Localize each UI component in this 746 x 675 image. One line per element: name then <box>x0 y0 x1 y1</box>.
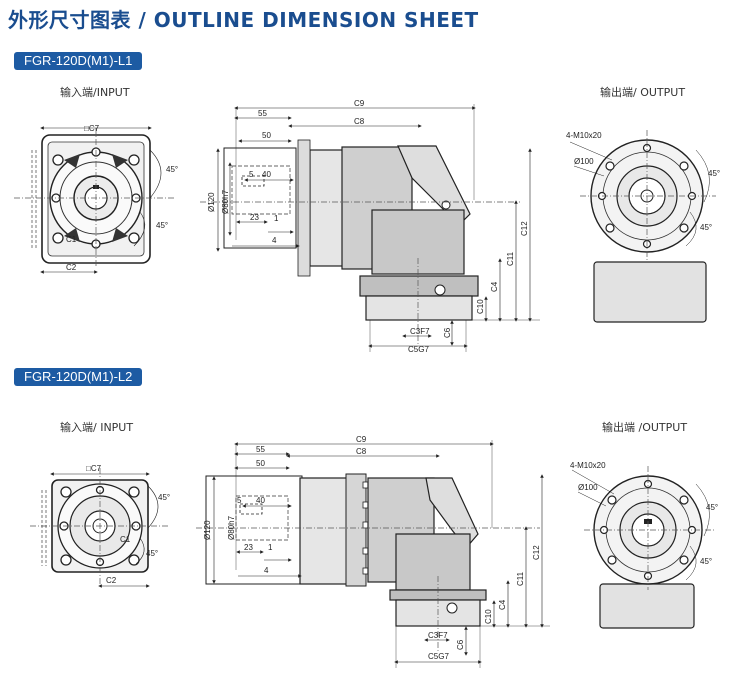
dim-c1: C1 <box>120 535 131 544</box>
dim-50: 50 <box>256 459 265 468</box>
dim-c6: C6 <box>443 327 452 338</box>
page-title: 外形尺寸图表 / OUTLINE DIMENSION SHEET <box>8 8 479 32</box>
model-tag-l1: FGR-120D(M1)-L1 <box>14 52 143 70</box>
dim-c8: C8 <box>354 117 365 126</box>
dim-angle-45b: 45° <box>156 221 168 230</box>
dim-c4: C4 <box>490 281 499 292</box>
dim-angle-45a: 45° <box>158 493 170 502</box>
dim-5: 5 <box>237 496 242 505</box>
input-view-l1: □C7 C2 C1 45° 45° <box>14 124 178 274</box>
dim-5: 5 <box>249 170 254 179</box>
dim-c7: □C7 <box>84 124 100 133</box>
dim-d120: Ø120 <box>203 520 212 540</box>
dim-c9: C9 <box>356 435 367 444</box>
dim-23: 23 <box>250 213 259 222</box>
dim-c10: C10 <box>476 299 485 314</box>
dim-c7: □C7 <box>86 464 102 473</box>
input-caption-l1: 输入端/INPUT <box>60 86 130 99</box>
dim-c9: C9 <box>354 99 365 108</box>
dim-c1: C1 <box>66 235 77 244</box>
dim-c12: C12 <box>532 545 541 560</box>
dim-1: 1 <box>274 214 279 223</box>
dim-c2: C2 <box>66 263 77 272</box>
dim-c4: C4 <box>498 599 507 610</box>
side-view-l1: C9 55 C8 50 5 40 23 1 4 Ø120 Ø80h7 C12 C… <box>200 99 540 354</box>
dim-d80: Ø80h7 <box>221 189 230 214</box>
output-caption-l1: 输出端/ OUTPUT <box>600 86 686 99</box>
dim-c3: C3F7 <box>428 631 448 640</box>
dim-c10: C10 <box>484 609 493 624</box>
dim-d100: Ø100 <box>578 483 598 492</box>
dim-c11: C11 <box>506 251 515 266</box>
dim-out45a: 45° <box>708 169 720 178</box>
dim-c12: C12 <box>520 221 529 236</box>
input-view-l2: □C7 C2 C1 45° 45° <box>30 464 170 588</box>
dim-23: 23 <box>244 543 253 552</box>
input-caption-l2: 输入端/ INPUT <box>60 421 134 434</box>
dim-4: 4 <box>272 236 277 245</box>
dim-angle-45b: 45° <box>146 549 158 558</box>
dim-40: 40 <box>256 496 265 505</box>
model-tag-l2: FGR-120D(M1)-L2 <box>14 368 143 386</box>
dim-1: 1 <box>268 543 273 552</box>
dim-55: 55 <box>256 445 265 454</box>
output-view-l2: 4-M10x20 Ø100 45° 45° <box>570 461 718 629</box>
dim-out45b: 45° <box>700 557 712 566</box>
dim-d120: Ø120 <box>207 192 216 212</box>
dim-c2: C2 <box>106 576 117 585</box>
dim-d100: Ø100 <box>574 157 594 166</box>
dim-c11: C11 <box>516 571 525 586</box>
dim-50: 50 <box>262 131 271 140</box>
dim-c5: C5G7 <box>428 652 449 661</box>
dim-c5: C5G7 <box>408 345 429 354</box>
dim-out45a: 45° <box>706 503 718 512</box>
dim-c3: C3F7 <box>410 327 430 336</box>
dim-out45b: 45° <box>700 223 712 232</box>
dim-m10: 4-M10x20 <box>570 461 606 470</box>
dim-40: 40 <box>262 170 271 179</box>
dim-4: 4 <box>264 566 269 575</box>
output-caption-l2: 输出端 /OUTPUT <box>602 421 688 434</box>
dim-c8: C8 <box>356 447 367 456</box>
output-view-l1: 4-M10x20 Ø100 45° 45° <box>566 130 720 323</box>
dim-angle-45a: 45° <box>166 165 178 174</box>
dim-55: 55 <box>258 109 267 118</box>
dim-m10: 4-M10x20 <box>566 131 602 140</box>
dim-d80: Ø80h7 <box>227 515 236 540</box>
dim-c6: C6 <box>456 639 465 650</box>
side-view-l2: C9 55 C8 50 5 40 23 1 4 Ø120 Ø80h7 C12 C… <box>196 435 550 668</box>
